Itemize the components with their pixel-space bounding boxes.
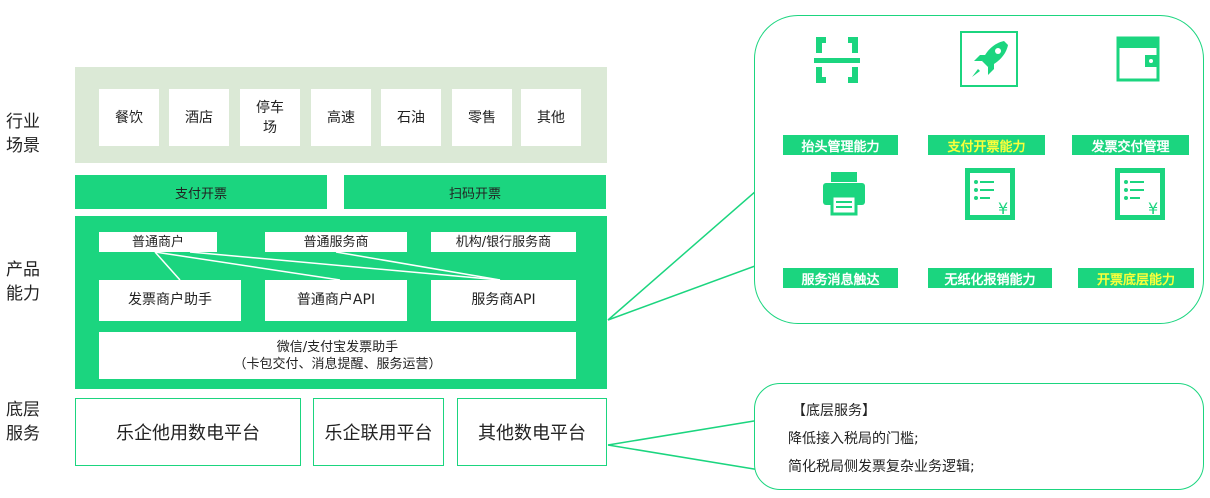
invoice-assistant-box: 发票商户助手 (99, 280, 241, 321)
scene-item: 停车 场 (240, 89, 300, 146)
base-service-title: 【底层服务】 (792, 403, 876, 419)
leqi-other-platform: 乐企他用数电平台 (75, 398, 301, 466)
invoice-yen-icon: ¥ (963, 166, 1017, 222)
base-service-line2: 简化税局侧发票复杂业务逻辑; (788, 459, 975, 475)
scene-item: 酒店 (169, 89, 229, 146)
capability-label: 无纸化报销能力 (928, 268, 1052, 288)
scene-item: 其他 (521, 89, 581, 146)
wechat-box-line2: （卡包交付、消息提醒、服务运营） (233, 356, 442, 372)
row-label-industry: 行业 场景 (6, 112, 40, 156)
svg-text:¥: ¥ (998, 199, 1008, 218)
merchant-api-box: 普通商户API (265, 280, 407, 321)
capability-label: 发票交付管理 (1072, 135, 1189, 155)
row-label-base: 底层 服务 (6, 400, 40, 444)
printer-icon (821, 170, 867, 216)
capability-label: 支付开票能力 (928, 135, 1045, 155)
invoice-yen-icon: ¥ (1113, 166, 1167, 222)
capability-label: 抬头管理能力 (783, 135, 898, 155)
scene-item: 餐饮 (99, 89, 159, 146)
wallet-icon (1115, 35, 1161, 83)
capability-label: 服务消息触达 (783, 268, 898, 288)
other-platform: 其他数电平台 (457, 398, 607, 466)
rocket-icon (960, 31, 1018, 87)
leqi-joint-platform: 乐企联用平台 (313, 398, 444, 466)
base-service-bubble (754, 383, 1204, 490)
base-service-line1: 降低接入税局的门槛; (788, 431, 919, 447)
scene-item: 零售 (452, 89, 512, 146)
row-label-product: 产品 能力 (6, 260, 40, 304)
scene-item: 高速 (311, 89, 371, 146)
capability-label: 开票底层能力 (1078, 268, 1194, 288)
scan-bracket-icon (810, 33, 864, 87)
bank-provider-box: 机构/银行服务商 (431, 232, 576, 252)
normal-merchant-box: 普通商户 (99, 232, 217, 252)
wechat-alipay-assistant-box: 微信/支付宝发票助手 （卡包交付、消息提醒、服务运营） (99, 332, 576, 379)
provider-api-box: 服务商API (431, 280, 576, 321)
scan-invoice-bar: 扫码开票 (344, 175, 606, 209)
scene-item: 石油 (381, 89, 441, 146)
pay-invoice-bar: 支付开票 (75, 175, 327, 209)
svg-text:¥: ¥ (1148, 199, 1158, 218)
wechat-box-line1: 微信/支付宝发票助手 (276, 339, 399, 355)
normal-provider-box: 普通服务商 (265, 232, 407, 252)
